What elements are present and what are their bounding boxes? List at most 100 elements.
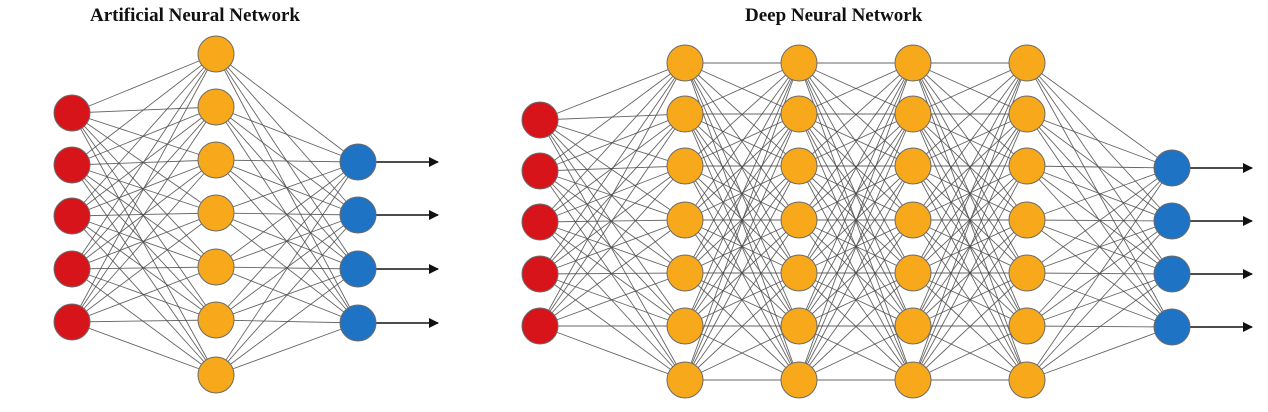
connection-line [912, 325, 1028, 381]
output-node [1153, 308, 1191, 346]
hidden-node [197, 194, 235, 232]
connection-line [1026, 326, 1173, 381]
connection-line [684, 113, 800, 221]
input-node [53, 146, 91, 184]
connection-line [798, 113, 914, 221]
connection-line [215, 159, 359, 163]
connection-line [539, 119, 686, 327]
connection-line [912, 62, 1028, 327]
connection-line [798, 113, 914, 381]
connection-line [215, 53, 359, 163]
dnn-title: Deep Neural Network [745, 5, 923, 26]
hidden-node [894, 44, 932, 82]
hidden-node [666, 307, 704, 345]
input-node [53, 250, 91, 288]
ann-nodes [53, 35, 377, 394]
connection-line [539, 62, 686, 121]
output-node [339, 143, 377, 181]
connection-line [215, 161, 359, 321]
hidden-node [1008, 201, 1046, 239]
connection-line [798, 113, 914, 327]
input-node [521, 101, 559, 139]
connection-line [215, 214, 359, 321]
connection-line [1026, 62, 1173, 328]
connection-line [1026, 113, 1173, 169]
hidden-node [894, 361, 932, 399]
output-node [339, 196, 377, 234]
connection-line [71, 112, 217, 214]
hidden-node [1008, 361, 1046, 399]
connection-line [539, 219, 686, 275]
connection-line [798, 219, 914, 381]
connection-line [1026, 62, 1173, 222]
connection-line [798, 62, 914, 167]
hidden-node [894, 254, 932, 292]
connection-line [539, 170, 686, 274]
connection-line [539, 170, 686, 221]
connection-line [71, 53, 217, 323]
connection-line [912, 165, 1028, 381]
output-node [1153, 202, 1191, 240]
connection-line [684, 272, 800, 381]
connection-line [71, 164, 217, 214]
connection-line [912, 272, 1028, 381]
connection-line [1026, 167, 1173, 221]
hidden-node [1008, 44, 1046, 82]
hidden-node [780, 147, 818, 185]
hidden-node [197, 301, 235, 339]
hidden-node [197, 248, 235, 286]
connection-line [798, 62, 914, 274]
input-node [53, 197, 91, 235]
connection-line [798, 272, 914, 381]
connection-line [539, 119, 686, 381]
hidden-node [1008, 95, 1046, 133]
connection-line [215, 106, 359, 270]
connection-line [912, 113, 1028, 221]
connection-line [71, 164, 217, 321]
hidden-node [894, 201, 932, 239]
connection-line [539, 62, 686, 327]
connection-line [684, 62, 800, 327]
connection-line [215, 268, 359, 376]
hidden-node [666, 254, 704, 292]
connection-line [71, 164, 217, 376]
input-node [521, 203, 559, 241]
hidden-node [666, 95, 704, 133]
hidden-node [197, 88, 235, 126]
hidden-node [197, 141, 235, 179]
connection-line [539, 119, 686, 221]
connection-line [71, 112, 217, 161]
connection-line [684, 62, 800, 381]
connection-line [1026, 165, 1173, 222]
connection-line [912, 62, 1028, 115]
connection-line [539, 221, 686, 381]
connection-line [798, 62, 914, 381]
connection-line [71, 106, 217, 166]
input-node [521, 307, 559, 345]
output-node [339, 304, 377, 342]
connection-line [539, 273, 686, 381]
hidden-node [1008, 254, 1046, 292]
connection-line [539, 219, 686, 327]
connection-line [798, 62, 914, 115]
hidden-node [780, 201, 818, 239]
connection-line [684, 219, 800, 381]
connection-line [684, 165, 800, 381]
connection-line [539, 170, 686, 381]
connection-line [539, 170, 686, 327]
connection-line [215, 161, 359, 214]
connection-line [71, 319, 217, 323]
connection-line [539, 221, 686, 274]
hidden-node [780, 95, 818, 133]
connection-line [912, 113, 1028, 381]
connection-line [1026, 165, 1173, 169]
connection-line [71, 53, 217, 166]
ann-output-arrows [376, 157, 439, 328]
connection-line [539, 325, 686, 381]
connection-line [539, 113, 686, 327]
connection-line [912, 62, 1028, 274]
connection-line [798, 62, 914, 221]
connection-line [71, 53, 217, 217]
connection-line [912, 219, 1028, 381]
